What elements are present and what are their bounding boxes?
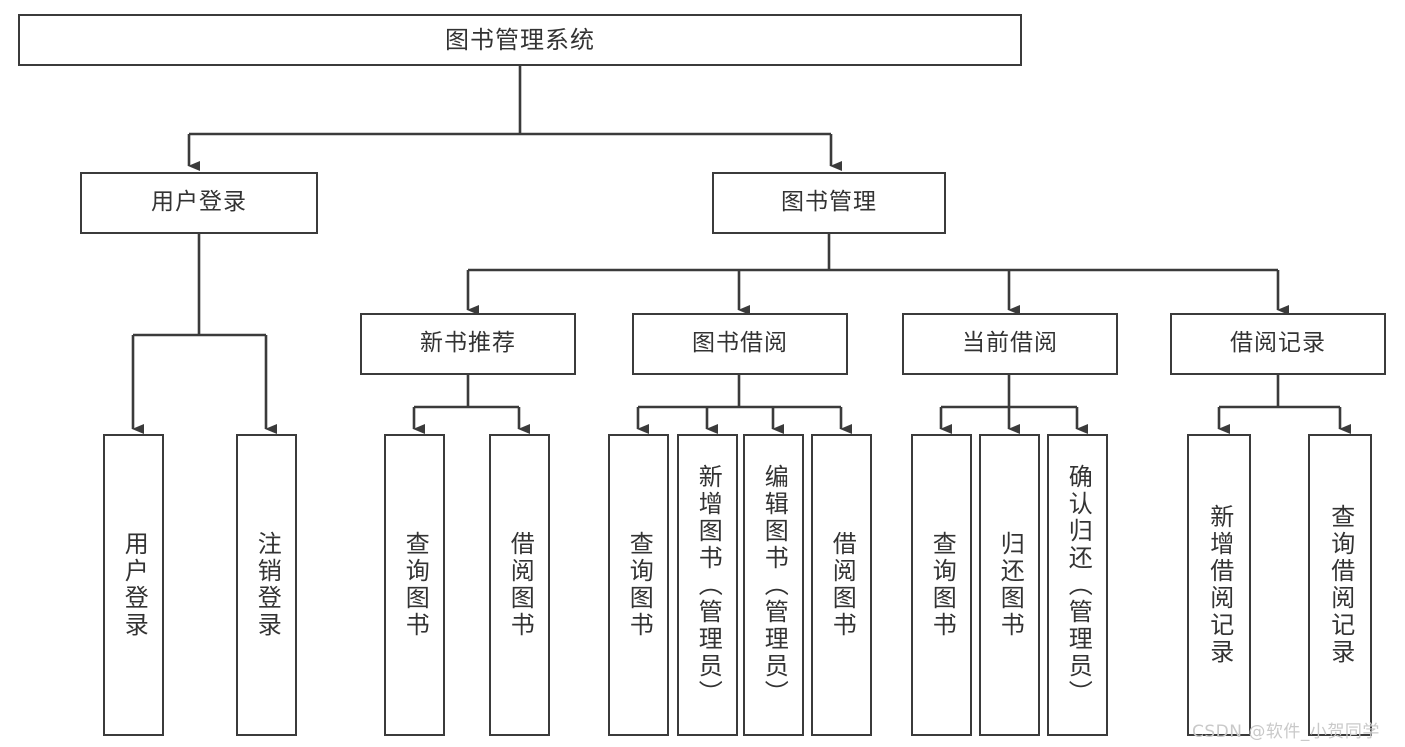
leaf-edit-book-label: 编辑图书（管理员） [760, 463, 789, 707]
leaf-confirm-return[interactable]: 确认归还（管理员） [1047, 434, 1108, 736]
leaf-confirm-return-label: 确认归还（管理员） [1064, 463, 1093, 707]
node-book-borrow-label: 图书借阅 [692, 330, 788, 357]
leaf-user-login[interactable]: 用户登录 [103, 434, 164, 736]
leaf-borrow-book-1-label: 借阅图书 [506, 531, 535, 639]
node-user-login-label: 用户登录 [151, 189, 247, 216]
leaf-borrow-book-1[interactable]: 借阅图书 [489, 434, 550, 736]
leaf-query-record[interactable]: 查询借阅记录 [1308, 434, 1372, 736]
leaf-borrow-book-2[interactable]: 借阅图书 [811, 434, 872, 736]
leaf-add-book[interactable]: 新增图书（管理员） [677, 434, 738, 736]
leaf-add-record-label: 新增借阅记录 [1205, 504, 1234, 666]
node-new-book-recommend[interactable]: 新书推荐 [360, 313, 576, 375]
leaf-query-book-1-label: 查询图书 [401, 531, 430, 639]
leaf-return-book-label: 归还图书 [996, 531, 1025, 639]
leaf-logout[interactable]: 注销登录 [236, 434, 297, 736]
csdn-watermark: CSDN @软件_小贺同学 [1192, 722, 1380, 742]
node-current-borrow[interactable]: 当前借阅 [902, 313, 1118, 375]
leaf-user-login-label: 用户登录 [120, 531, 149, 639]
leaf-query-record-label: 查询借阅记录 [1326, 504, 1355, 666]
leaf-logout-label: 注销登录 [253, 531, 282, 639]
node-user-login[interactable]: 用户登录 [80, 172, 318, 234]
leaf-query-book-3[interactable]: 查询图书 [911, 434, 972, 736]
leaf-add-record[interactable]: 新增借阅记录 [1187, 434, 1251, 736]
leaf-query-book-3-label: 查询图书 [928, 531, 957, 639]
leaf-query-book-2-label: 查询图书 [625, 531, 654, 639]
node-root[interactable]: 图书管理系统 [18, 14, 1022, 66]
leaf-query-book-2[interactable]: 查询图书 [608, 434, 669, 736]
node-borrow-record-label: 借阅记录 [1230, 330, 1326, 357]
leaf-borrow-book-2-label: 借阅图书 [828, 531, 857, 639]
node-current-borrow-label: 当前借阅 [962, 330, 1058, 357]
node-root-label: 图书管理系统 [445, 25, 595, 54]
node-book-management[interactable]: 图书管理 [712, 172, 946, 234]
node-book-borrow[interactable]: 图书借阅 [632, 313, 848, 375]
leaf-query-book-1[interactable]: 查询图书 [384, 434, 445, 736]
node-borrow-record[interactable]: 借阅记录 [1170, 313, 1386, 375]
node-new-book-recommend-label: 新书推荐 [420, 330, 516, 357]
leaf-edit-book[interactable]: 编辑图书（管理员） [743, 434, 804, 736]
node-book-management-label: 图书管理 [781, 189, 877, 216]
leaf-return-book[interactable]: 归还图书 [979, 434, 1040, 736]
leaf-add-book-label: 新增图书（管理员） [694, 463, 723, 707]
